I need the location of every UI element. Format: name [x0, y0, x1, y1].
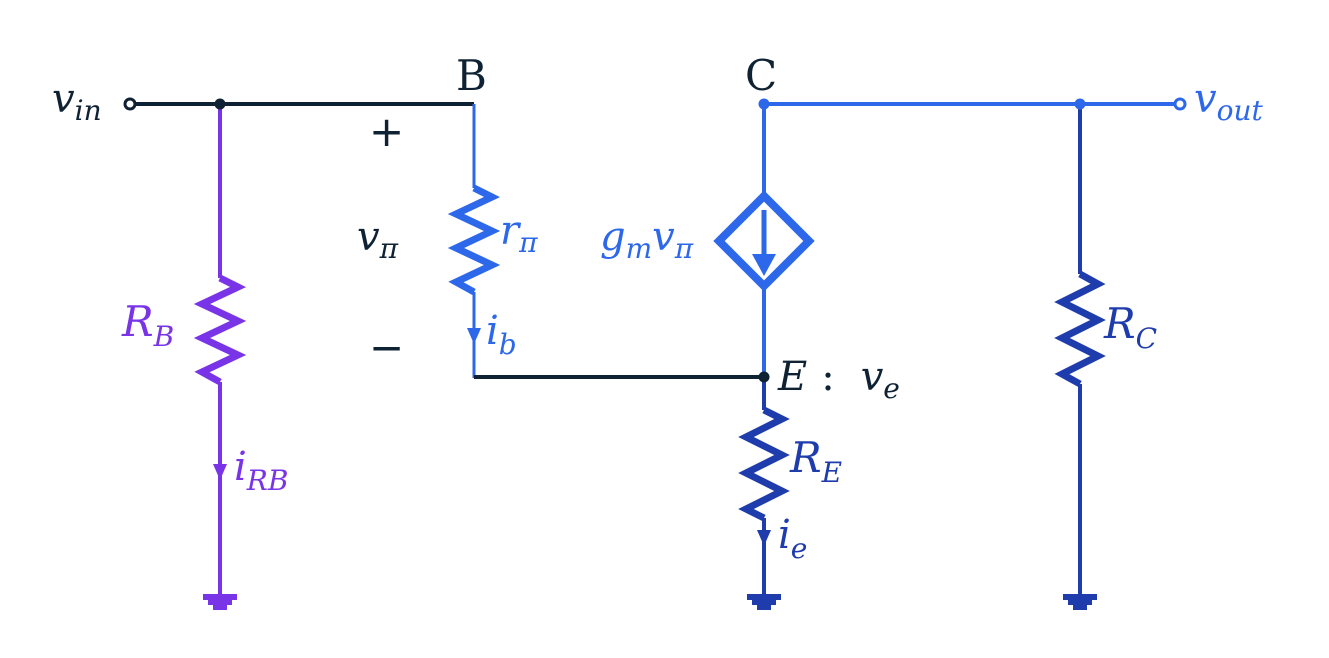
rc-label: RC	[1103, 299, 1157, 355]
rb-label: RB	[121, 297, 174, 353]
vpi-label: vπ	[357, 214, 399, 265]
vout-label: vout	[1194, 76, 1264, 127]
rc-node-dot	[1074, 98, 1086, 110]
ground-rb-icon	[203, 594, 237, 610]
node-c-label: C	[745, 51, 777, 100]
ie-arrow-icon	[757, 530, 771, 546]
collector-node-dot	[758, 98, 770, 110]
ground-rc-icon	[1063, 594, 1097, 610]
rpi-resistor	[447, 184, 501, 296]
vin-node-dot	[214, 98, 226, 110]
minus-sign: −	[369, 323, 404, 372]
ib-label: ib	[486, 308, 517, 361]
re-resistor	[738, 406, 790, 522]
irb-label: iRB	[234, 444, 288, 497]
vin-label: vin	[52, 76, 102, 127]
re-label: RE	[789, 433, 842, 489]
node-b-label: B	[456, 51, 487, 100]
gm-vpi-label: gmvπ	[600, 214, 694, 265]
ie-label: ie	[778, 512, 807, 565]
ground-re-icon	[747, 594, 781, 610]
rc-resistor	[1054, 270, 1106, 388]
plus-sign: +	[369, 107, 404, 156]
rb-resistor	[193, 274, 247, 386]
source-arrow-head	[752, 254, 776, 276]
rpi-label: rπ	[500, 208, 538, 259]
ib-arrow-icon	[467, 328, 481, 344]
vin-terminal	[123, 97, 137, 111]
irb-arrow-icon	[213, 464, 227, 480]
vout-terminal	[1173, 97, 1187, 111]
emitter-label: E:ve	[777, 354, 900, 405]
emitter-node-dot	[758, 371, 770, 383]
